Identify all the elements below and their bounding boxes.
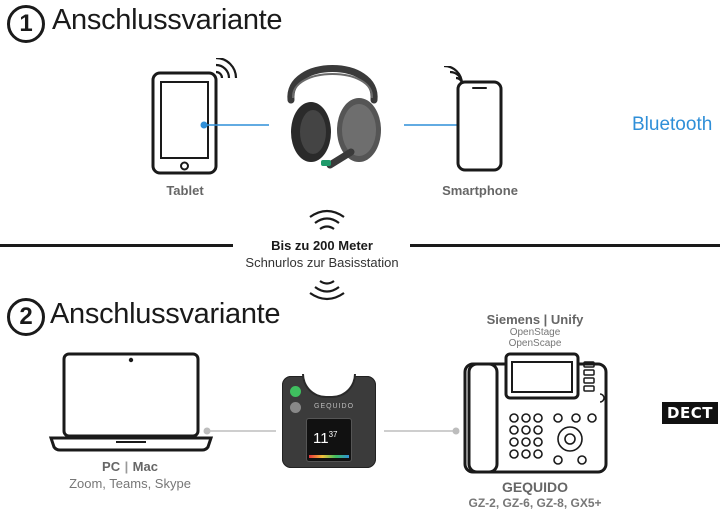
wireless-signal-top-icon <box>309 209 345 230</box>
bluetooth-label: Bluetooth <box>632 114 713 135</box>
base-station-brand: GEQUIDO <box>314 403 355 410</box>
laptop-icon <box>48 352 214 452</box>
clock-hour: 11 <box>313 430 329 447</box>
pc-apps-label: Zoom, Teams, Skype <box>69 476 191 491</box>
dect-connector-lines <box>203 427 460 435</box>
mac-label: Mac <box>132 459 158 474</box>
phone-models-label: GZ-2, GZ-6, GZ-8, GX5+ <box>468 496 602 510</box>
clock-minute: 37 <box>328 430 338 439</box>
section-1-title: Anschlussvariante <box>52 4 283 36</box>
divider-left <box>0 244 233 247</box>
tablet-icon <box>151 58 238 175</box>
base-station-display: 1137 <box>306 418 352 462</box>
headset-icon <box>287 65 381 169</box>
range-title: Bis zu 200 Meter <box>271 238 373 253</box>
base-station: GEQUIDO 1137 <box>282 374 376 468</box>
phone-model-openstage: OpenStage <box>509 327 561 338</box>
pc-mac-label: PC | Mac <box>70 458 190 476</box>
range-subtitle: Schnurlos zur Basisstation <box>245 255 399 270</box>
mute-button-icon <box>290 402 301 413</box>
call-button-icon <box>290 386 301 397</box>
dect-label: DECT <box>662 402 718 424</box>
wireless-signal-bottom-icon <box>309 280 345 301</box>
smartphone-label: Smartphone <box>442 183 518 198</box>
display-color-bar <box>309 455 349 458</box>
tablet-label: Tablet <box>166 183 204 198</box>
smartphone-icon <box>443 66 503 172</box>
phone-model-openscape: OpenScape <box>508 338 562 349</box>
section-2-title: Anschlussvariante <box>50 298 281 330</box>
phone-brand-label: GEQUIDO <box>501 479 569 495</box>
base-station-clock: 1137 <box>313 430 337 447</box>
base-station-cradle <box>302 374 356 398</box>
divider-right <box>410 244 720 247</box>
pc-label: PC <box>102 459 121 474</box>
section-2-number: 2 <box>7 298 45 336</box>
section-1-number: 1 <box>7 5 45 43</box>
phone-vendor-label: Siemens | Unify <box>486 312 584 327</box>
desk-phone-icon <box>463 352 608 474</box>
pc-mac-separator: | <box>124 459 129 474</box>
